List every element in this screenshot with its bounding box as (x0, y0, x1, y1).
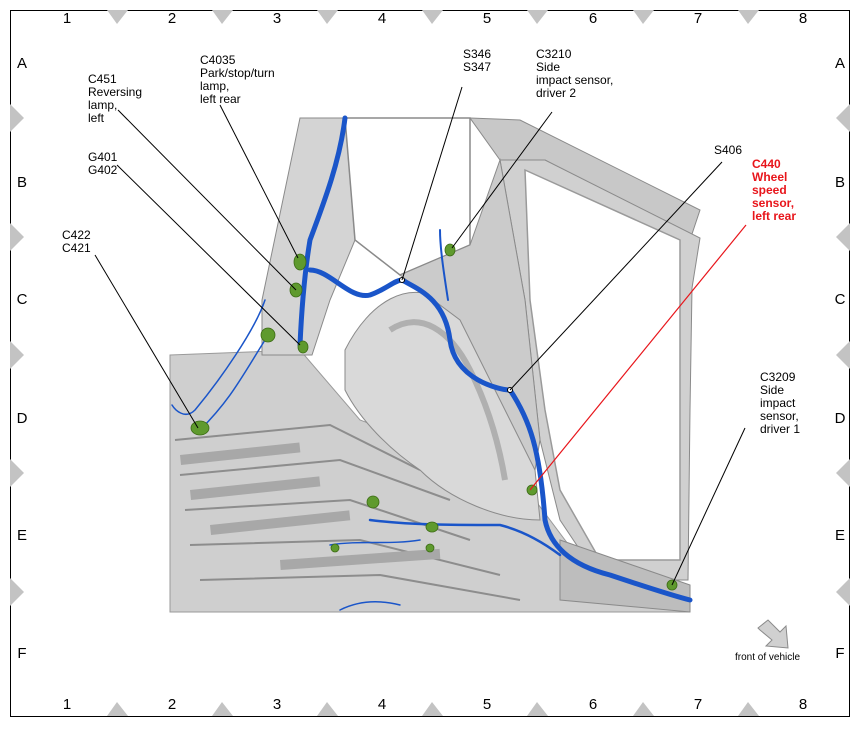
wiring-harness (171, 115, 693, 611)
grid-row-left-e: E (16, 527, 27, 544)
grid-tick-marks (10, 10, 850, 716)
leader-lines (94, 86, 746, 586)
grid-row-left-f: F (17, 645, 27, 662)
grid-row-right-a: A (834, 55, 845, 72)
grid-row-right-e: E (834, 527, 845, 544)
grid-col-bottom-5: 5 (482, 696, 492, 713)
grid-row-left-c: C (16, 291, 28, 308)
callout-c3209: C3209 Side impact sensor, driver 1 (760, 370, 801, 436)
callout-s406: S406 (714, 143, 743, 157)
grid-col-top-8: 8 (798, 10, 808, 27)
callout-c451: C451 Reversing lamp, left (88, 72, 143, 125)
grid-row-left-b: B (16, 174, 27, 191)
grid-row-right-b: B (834, 174, 845, 191)
grid-col-bottom-7: 7 (693, 696, 703, 713)
grid-row-left-a: A (16, 55, 27, 72)
callout-c3210: C3210 Side impact sensor, driver 2 (536, 47, 614, 100)
grid-col-top-2: 2 (167, 10, 177, 27)
callout-c422-c421: C422 C421 (62, 228, 91, 255)
grid-col-top-4: 4 (377, 10, 387, 27)
front-of-vehicle-arrow (757, 619, 789, 649)
grid-col-top-5: 5 (482, 10, 492, 27)
grid-col-top-7: 7 (693, 10, 703, 27)
callout-s346-s347: S346 S347 (463, 47, 492, 74)
front-of-vehicle-label: front of vehicle (735, 652, 801, 663)
grid-row-right-f: F (835, 645, 845, 662)
grid-row-left-d: D (16, 410, 28, 427)
callout-c4035: C4035 Park/stop/turn lamp, left rear (200, 53, 275, 106)
leader-line-c440 (529, 224, 747, 491)
grid-col-top-3: 3 (272, 10, 282, 27)
callout-c440: C440 Wheel speed sensor, left rear (752, 157, 797, 223)
vehicle-body-panels (169, 117, 701, 613)
grid-row-right-c: C (834, 291, 846, 308)
grid-col-top-1: 1 (62, 10, 72, 27)
grid-col-bottom-3: 3 (272, 696, 282, 713)
grid-row-right-d: D (834, 410, 846, 427)
grid-col-top-6: 6 (588, 10, 598, 27)
grid-col-bottom-6: 6 (588, 696, 598, 713)
grid-col-bottom-1: 1 (62, 696, 72, 713)
grid-col-bottom-8: 8 (798, 696, 808, 713)
grid-col-bottom-4: 4 (377, 696, 387, 713)
callout-g401-g402: G401 G402 (88, 150, 118, 177)
grid-col-bottom-2: 2 (167, 696, 177, 713)
